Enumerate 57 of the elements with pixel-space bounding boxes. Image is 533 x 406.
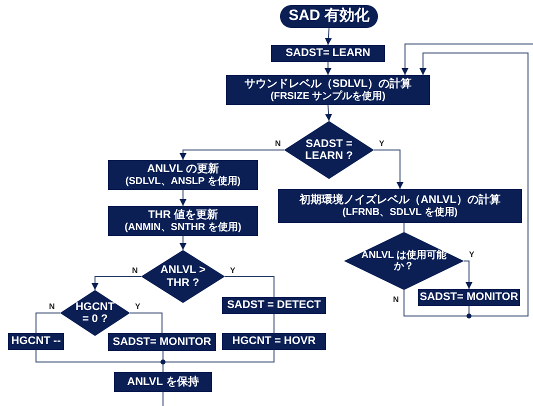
decision-text: SADST = LEARN ? — [304, 138, 354, 162]
box-text: SAD 有効化 — [288, 8, 370, 25]
box-text: HGCNT = HOVR — [232, 335, 316, 348]
process-box — [222, 333, 326, 350]
process-box — [8, 333, 64, 350]
connector-line — [36, 312, 60, 334]
decision-text: HGCNT = 0 ? — [74, 300, 116, 326]
edge-label: Y — [134, 303, 142, 311]
decision-text: ANLVL は使用可能か？ — [360, 250, 448, 272]
arrow — [402, 44, 533, 76]
process-box — [108, 160, 258, 190]
box-text: SADST= LEARN — [286, 47, 370, 60]
box-subtext: (ANMIN、SNTHR を使用) — [124, 222, 242, 234]
connector-line — [130, 312, 162, 334]
arrow — [180, 150, 284, 160]
process-box — [108, 333, 216, 351]
process-box — [222, 297, 326, 314]
edge-label: N — [274, 140, 282, 148]
box-subtext: (FRSIZE サンプルを使用) — [270, 90, 386, 102]
edge-label: N — [48, 303, 56, 311]
process-box — [108, 206, 258, 236]
edge-label: Y — [468, 251, 476, 259]
arrow — [324, 28, 332, 46]
box-text: SADST= MONITOR — [112, 336, 212, 348]
box-text: SADST= MONITOR — [420, 291, 518, 304]
box-subtext: (SDLVL、ANSLP を使用) — [125, 176, 241, 188]
box-text: SADST = DETECT — [227, 299, 321, 312]
arrow — [92, 276, 142, 290]
arrow — [180, 236, 186, 250]
box-text: THR 値を更新 — [148, 208, 218, 221]
decision-diamond — [141, 250, 225, 303]
box-text: ANLVL を保持 — [127, 376, 199, 388]
box-text: 初期環境ノイズレベル（ANLVL）の計算 — [300, 194, 500, 206]
box-text: ANLVL の更新 — [147, 162, 219, 175]
edge-label: Y — [229, 266, 236, 274]
decision-diamond — [344, 232, 464, 290]
process-box — [278, 189, 522, 223]
arrow — [325, 104, 332, 122]
edge-label: Y — [378, 140, 386, 148]
connector-line — [224, 276, 274, 298]
arrow — [374, 150, 404, 190]
box-text: サウンドレベル（SDLVL）の計算 — [244, 78, 412, 90]
arrow — [324, 62, 332, 76]
box-text: HGCNT -- — [11, 335, 61, 348]
terminal-pill — [280, 5, 378, 28]
box-subtext: (LFRNB、SDLVL を使用) — [342, 206, 458, 218]
decision-diamond — [60, 290, 130, 336]
decision-diamond — [284, 121, 374, 179]
connector-line — [162, 392, 164, 406]
process-box — [226, 75, 430, 105]
edge-label: N — [131, 266, 139, 274]
decision-text: ANLVL > THR ? — [159, 264, 207, 289]
edge-label: N — [392, 296, 400, 304]
arrow — [464, 260, 472, 290]
process-box — [271, 45, 385, 62]
process-box — [114, 372, 212, 392]
arrow — [180, 190, 186, 206]
